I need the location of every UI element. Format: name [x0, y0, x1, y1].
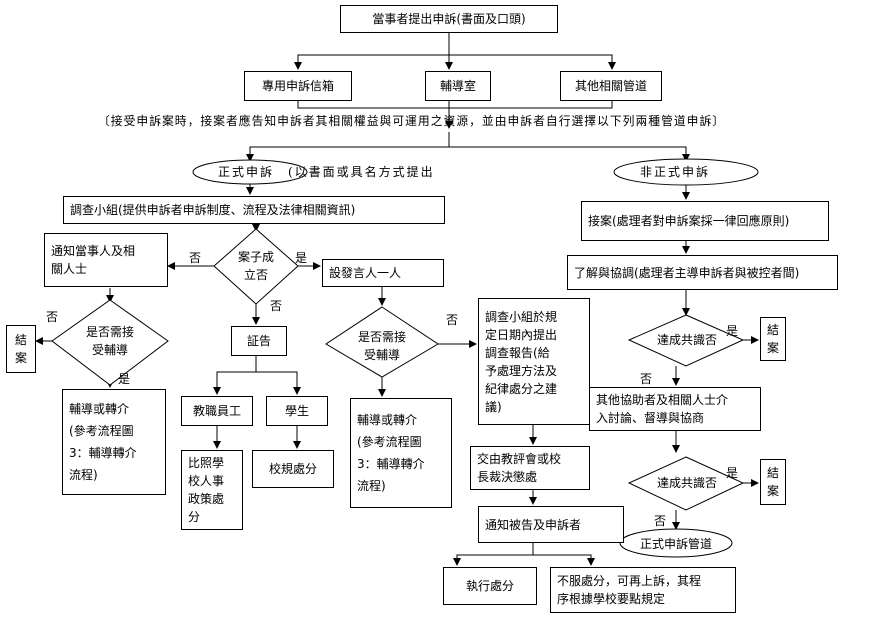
no-label: 否: [189, 251, 202, 265]
connector-line: [294, 33, 450, 70]
decision-diamond: [627, 456, 745, 511]
student-penalty-box: 校規處分: [252, 450, 334, 488]
decision-diamond: [325, 306, 439, 378]
connector-line: [213, 356, 257, 395]
yes-label: 是: [118, 372, 131, 386]
counsel-referral-box-1: 輔導或轉介 (參考流程圖 3：輔導轉介 流程): [62, 389, 166, 495]
yes-label: 是: [726, 466, 739, 480]
no-label: 否: [446, 313, 459, 327]
evidence-box: 証告: [231, 326, 287, 356]
start-box: 當事者提出申訴(書面及口頭): [340, 5, 558, 33]
consensus-label-2: 達成共識否: [656, 476, 717, 490]
intake-note: 〔接受申訴案時，接案者應告知申訴者其相關權益與可運用之資源，並由申訴者自行選擇以…: [98, 114, 726, 128]
no-label: 否: [640, 372, 653, 386]
decision-diamond: [51, 299, 169, 386]
yes-label: 是: [295, 251, 308, 265]
connector-line: [256, 371, 301, 395]
channel-box-other: 其他相關管道: [560, 71, 662, 101]
consensus-label-1: 達成共識否: [656, 333, 717, 347]
informal-close-box-1: 結 案: [760, 317, 786, 361]
no-label: 否: [270, 299, 283, 313]
accept-case-box: 接案(處理者對申訴案採一律回應原則): [581, 201, 829, 241]
connector-line: [533, 554, 595, 566]
notify-parties-box: 通知當事人及相 關人士: [44, 233, 168, 287]
execute-penalty-box: 執行處分: [443, 567, 537, 605]
channel-box-counseling: 輔導室: [425, 71, 491, 101]
staff-penalty-box: 比照學 校人事 政策處 分: [181, 450, 243, 530]
appeal-box: 不服處分，可再上訴，其程 序根據學校要點規定: [550, 567, 736, 613]
informal-close-box-2: 結 案: [760, 459, 786, 505]
start-ellipse: [613, 158, 759, 186]
notify-parties-result-box: 通知被告及申訴者: [478, 506, 624, 543]
connector-line: [453, 543, 534, 566]
other-helpers-box: 其他協助者及相關人士介 入討論、督導與協商: [589, 387, 761, 431]
channel-box-mailbox: 專用申訴信箱: [244, 71, 352, 101]
yes-label: 是: [726, 324, 739, 338]
committee-decision-box: 交由教評會或校 長裁決懲處: [470, 446, 590, 490]
formal-subtitle: (以書面或具名方式提出: [288, 165, 435, 179]
connector-line: [449, 146, 690, 162]
investigation-team-box: 調查小組(提供申訴者申訴制度、流程及法律相關資訊): [63, 196, 445, 224]
mediation-box: 了解與協調(處理者主導申訴者與被控者間): [567, 255, 838, 290]
spokesperson-box: 設發言人一人: [322, 259, 444, 287]
end-ellipse: [619, 528, 733, 558]
connector-line: [297, 101, 613, 109]
investigation-report-box: 調查小組於規 定日期內提出 調查報告(給 予處理方法及 紀律處分之建 議): [478, 298, 590, 425]
counsel-referral-box-2: 輔導或轉介 (參考流程圖 3：輔導轉介 流程): [350, 398, 452, 508]
need-counsel-label-1: 是否需接 受輔導: [85, 325, 134, 357]
decision-diamond: [627, 314, 745, 367]
connector-line: [449, 54, 616, 70]
informal-title: 非正式申訴: [640, 165, 711, 179]
connector-line: [246, 132, 450, 162]
need-counsel-label-2: 是否需接 受輔導: [357, 330, 406, 362]
formal-channel-label: 正式申訴管道: [639, 537, 712, 551]
no-label: 否: [654, 514, 667, 528]
start-ellipse: [192, 159, 308, 185]
close-box-1: 結 案: [6, 325, 36, 373]
no-label: 否: [46, 310, 59, 324]
case-decision-label: 案子成 立否: [237, 250, 274, 282]
staff-box: 教職員工: [181, 396, 253, 426]
student-box: 學生: [266, 396, 328, 426]
decision-diamond: [213, 228, 299, 305]
formal-title: 正式申訴: [218, 165, 275, 179]
